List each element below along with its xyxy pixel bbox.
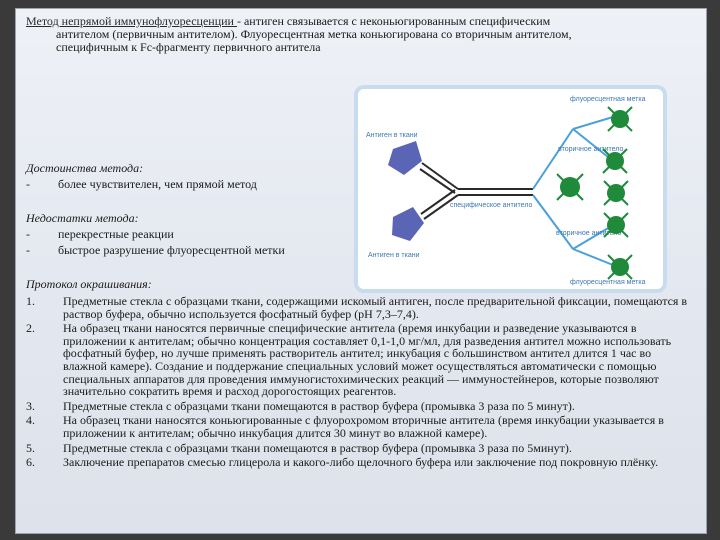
step-number: 6. <box>26 455 35 470</box>
disadvantages-item: -перекрестные реакции <box>26 227 174 241</box>
intro-line1: - антиген связывается с неконьюгированны… <box>236 14 551 28</box>
step-text: На образец ткани наносятся первичные спе… <box>63 321 672 399</box>
protocol-step: 5. Предметные стекла с образцами ткани по… <box>26 440 696 455</box>
disadvantages-title: Недостатки метода: <box>26 211 139 225</box>
antigen-top-shape <box>388 141 422 175</box>
intro-line2: антителом (первичным антителом). Флуорес… <box>56 27 572 41</box>
advantage-text: более чувствителен, чем прямой метод <box>58 177 257 191</box>
primary-antibody <box>419 162 533 220</box>
protocol-step: 2. На образец ткани наносятся первичные с… <box>26 322 696 398</box>
protocol-step: 4. На образец ткани наносятся коньюгирова… <box>26 414 696 439</box>
fluor-spikes <box>556 106 633 280</box>
method-term: Метод непрямой иммунофлуоресценции <box>26 14 237 28</box>
step-number: 4. <box>26 413 35 428</box>
advantages-item: -более чувствителен, чем прямой метод <box>26 177 257 191</box>
protocol-step: 1. Предметные стекла с образцами ткани, с… <box>26 295 696 320</box>
label-primary-antibody: специфическое антитело <box>450 202 533 209</box>
step-text: Предметные стекла с образцами ткани поме… <box>63 398 575 413</box>
label-antigen-top: Антиген в ткани <box>366 132 418 139</box>
intro-paragraph: Метод непрямой иммунофлуоресценции - ант… <box>26 15 691 54</box>
label-fluor-bottom: флуоресцентная метка <box>570 279 646 286</box>
step-number: 3. <box>26 398 35 413</box>
slide: Метод непрямой иммунофлуоресценции - ант… <box>15 8 707 534</box>
disadvantage-text: перекрестные реакции <box>58 227 174 241</box>
label-fluor-top: флуоресцентная метка <box>570 96 646 103</box>
advantages-title: Достоинства метода: <box>26 161 144 175</box>
disadvantage-text: быстрое разрушение флуоресцентной метки <box>58 243 285 257</box>
intro-line3: специфичным к Fc-фрагменту первичного ан… <box>56 40 321 54</box>
label-antigen-bottom: Антиген в ткани <box>368 252 420 259</box>
protocol-step: 3. Предметные стекла с образцами ткани по… <box>26 398 696 413</box>
protocol-title: Протокол окрашивания: <box>26 277 152 291</box>
disadvantages-item: -быстрое разрушение флуоресцентной метки <box>26 243 285 257</box>
step-text: Заключение препаратов смесью глицерола и… <box>63 455 659 470</box>
protocol-list: 1. Предметные стекла с образцами ткани, с… <box>26 295 696 471</box>
step-text: На образец ткани наносятся коньюгированн… <box>63 413 664 440</box>
protocol-step: 6. Заключение препаратов смесью глицерола… <box>26 456 696 469</box>
diagram-svg: Антиген в ткани Антиген в ткани специфич… <box>366 96 646 286</box>
indirect-immunofluorescence-diagram: Антиген в ткани Антиген в ткани специфич… <box>354 85 667 293</box>
step-text: Предметные стекла с образцами ткани поме… <box>63 440 572 455</box>
label-secondary-top: вторичное антитело <box>558 146 623 153</box>
fluor-labels <box>560 110 629 276</box>
step-number: 2. <box>26 321 35 336</box>
label-secondary-bottom: вторичное антитело <box>556 230 621 237</box>
secondary-antibodies <box>532 116 614 266</box>
step-text: Предметные стекла с образцами ткани, сод… <box>63 294 688 321</box>
step-number: 5. <box>26 440 35 455</box>
antigen-bottom-shape <box>392 207 424 241</box>
step-number: 1. <box>26 294 35 308</box>
